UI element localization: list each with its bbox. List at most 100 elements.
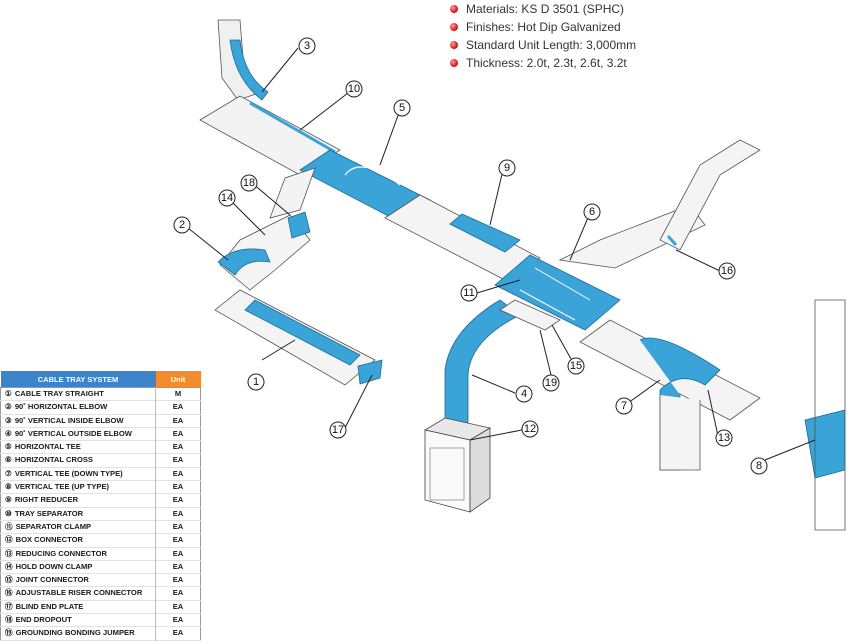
spec-item: Standard Unit Length: 3,000mm [450, 36, 636, 54]
svg-text:18: 18 [243, 177, 255, 189]
callout-18: 18 [240, 174, 258, 192]
part-unit: EA [155, 467, 201, 481]
part-number: ⑩ [5, 508, 12, 518]
part-unit: M [155, 387, 201, 401]
part-number: ⑦ [5, 468, 12, 478]
part-unit: EA [155, 586, 201, 601]
callout-15: 15 [567, 357, 585, 375]
part-label: HORIZONTAL CROSS [14, 455, 94, 465]
right-reducer [449, 213, 521, 253]
spec-item: Thickness: 2.0t, 2.3t, 2.6t, 3.2t [450, 54, 636, 72]
part-label: 90˚ HORIZONTAL ELBOW [14, 402, 108, 412]
callout-17: 17 [329, 421, 347, 439]
callout-9: 9 [498, 159, 516, 177]
part-number: ⑮ [5, 575, 13, 585]
svg-text:7: 7 [621, 400, 627, 412]
blind-end-plate [357, 359, 383, 385]
vertical-tee-down [579, 319, 761, 471]
leader-lines [187, 47, 816, 461]
part-unit: EA [155, 507, 201, 521]
cable-tray-straight [244, 299, 361, 366]
part-label: VERTICAL TEE (UP TYPE) [14, 482, 110, 492]
svg-text:3: 3 [304, 40, 310, 52]
electrical-box [423, 417, 492, 513]
callout-12: 12 [521, 420, 539, 438]
part-label: REDUCING CONNECTOR [15, 548, 108, 558]
callout-3: 3 [298, 37, 316, 55]
part-unit: EA [155, 573, 201, 587]
horizontal-elbow [217, 248, 271, 276]
part-label: GROUNDING BONDING JUMPER [15, 628, 135, 638]
svg-text:4: 4 [521, 388, 527, 400]
part-unit: EA [155, 453, 201, 468]
spec-item: Materials: KS D 3501 (SPHC) [450, 0, 636, 18]
part-label: HOLD DOWN CLAMP [15, 561, 93, 571]
callout-11: 11 [460, 284, 478, 302]
part-label: SEPARATOR CLAMP [15, 521, 92, 531]
part-number: ⑤ [5, 442, 12, 452]
part-unit: EA [155, 547, 201, 561]
bullet-icon [450, 41, 458, 49]
part-label: BLIND END PLATE [15, 601, 84, 611]
svg-text:6: 6 [589, 206, 595, 218]
part-label: CABLE TRAY STRAIGHT [14, 389, 104, 398]
svg-text:9: 9 [504, 162, 510, 174]
part-unit: EA [155, 626, 201, 641]
part-label: 90˚ VERTICAL INSIDE ELBOW [14, 415, 124, 425]
part-unit: EA [155, 400, 201, 415]
svg-text:15: 15 [570, 360, 582, 372]
callout-6: 6 [583, 203, 601, 221]
part-number: ⑬ [5, 548, 13, 558]
part-number: ④ [5, 428, 12, 438]
part-label: ADJUSTABLE RISER CONNECTOR [15, 588, 143, 598]
bullet-icon [450, 5, 458, 13]
svg-text:19: 19 [545, 377, 557, 389]
part-number: ① [5, 389, 12, 398]
part-unit: EA [155, 493, 201, 508]
svg-text:1: 1 [253, 376, 259, 388]
callout-5: 5 [393, 99, 411, 117]
spec-item: Finishes: Hot Dip Galvanized [450, 18, 636, 36]
spec-list: Materials: KS D 3501 (SPHC) Finishes: Ho… [450, 0, 636, 72]
svg-text:16: 16 [721, 265, 733, 277]
vertical-inside-elbow [229, 39, 269, 101]
callout-16: 16 [718, 262, 736, 280]
part-unit: EA [155, 613, 201, 627]
part-unit: EA [155, 440, 201, 454]
table-header-name: CABLE TRAY SYSTEM [0, 371, 156, 388]
drop-to-box [444, 299, 561, 441]
table-header-unit: Unit [155, 371, 201, 388]
part-unit: EA [155, 414, 201, 428]
part-label: 90˚ VERTICAL OUTSIDE ELBOW [14, 428, 132, 438]
part-label: VERTICAL TEE (DOWN TYPE) [14, 468, 123, 478]
riser-right [659, 139, 761, 251]
svg-text:8: 8 [756, 460, 762, 472]
callout-1: 1 [247, 373, 265, 391]
part-number: ⑲ [5, 628, 13, 638]
callout-2: 2 [173, 216, 191, 234]
part-number: ⑯ [5, 588, 13, 598]
vertical-tee-up [804, 299, 846, 531]
part-number: ⑧ [5, 482, 12, 492]
part-number: ⑥ [5, 455, 12, 465]
